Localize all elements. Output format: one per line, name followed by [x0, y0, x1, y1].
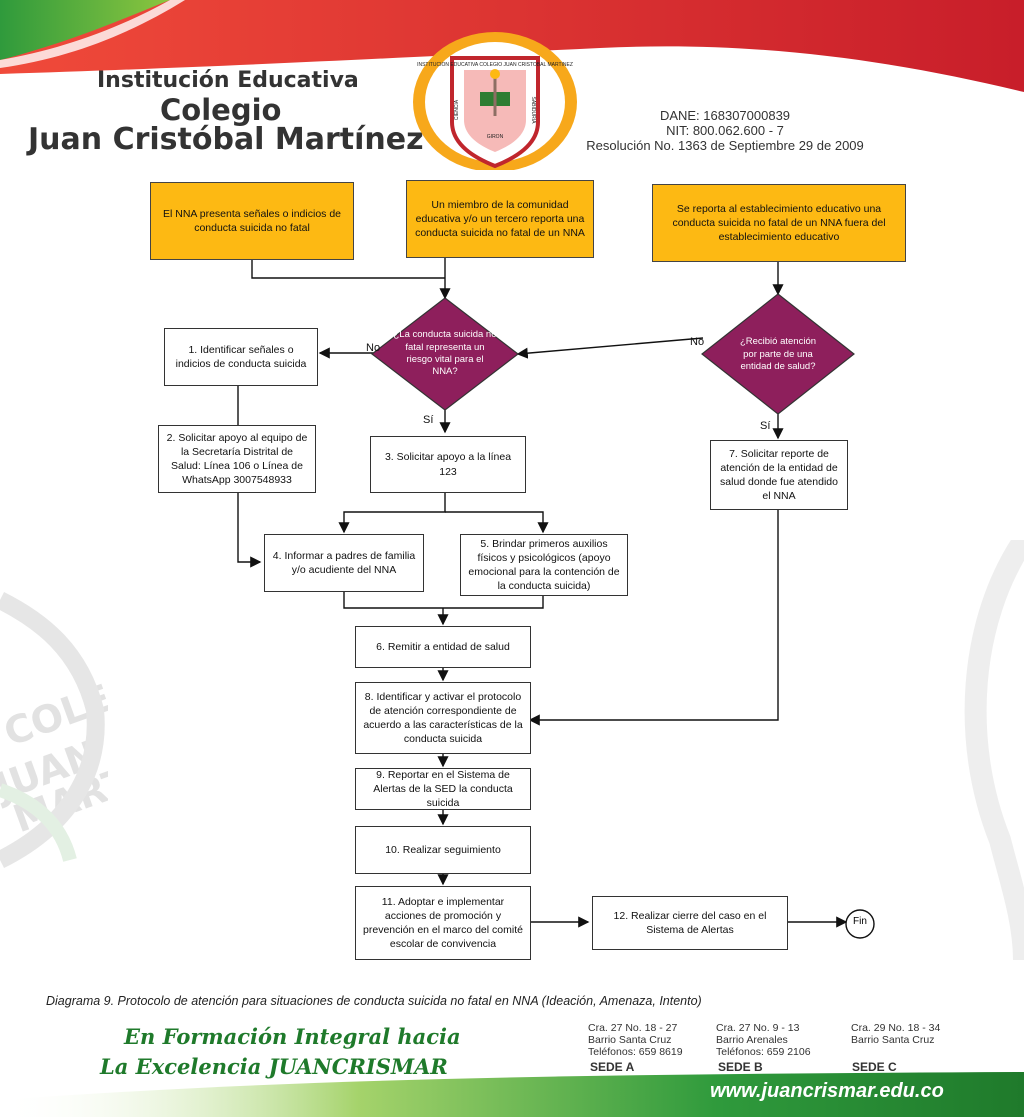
decision-diamond-2	[701, 293, 855, 415]
resolution-text: Resolución No. 1363 de Septiembre 29 de …	[586, 138, 864, 153]
edge-label-no-1: No	[366, 342, 381, 354]
step-1-box: 1. Identificar señales o indicios de con…	[164, 328, 318, 386]
step-12-box: 12. Realizar cierre del caso en el Siste…	[592, 896, 788, 950]
step-7-box: 7. Solicitar reporte de atención de la e…	[710, 440, 848, 510]
sede-c-label: SEDE C	[852, 1060, 897, 1074]
institution-title-line2: Colegio	[160, 93, 282, 127]
flowchart-connectors	[237, 258, 875, 939]
slogan-line2: La Excelencia JUANCRISMAR	[100, 1054, 448, 1079]
sede-b-line1: Cra. 27 No. 9 - 13	[716, 1022, 800, 1034]
institution-title-line1: Institución Educativa	[97, 68, 359, 93]
step-11-box: 11. Adoptar e implementar acciones de pr…	[355, 886, 531, 960]
school-crest-logo: INSTITUCION EDUCATIVA COLEGIO JUAN CRIST…	[413, 32, 577, 172]
step-9-box: 9. Reportar en el Sistema de Alertas de …	[355, 768, 531, 810]
start-box-3: Se reporta al establecimiento educativo …	[652, 184, 906, 262]
crest-bottom-text: GIRON	[487, 134, 504, 140]
footer-green-band	[0, 1072, 1024, 1117]
crest-left-text: CIENCIA	[454, 99, 460, 120]
sede-a-label: SEDE A	[590, 1060, 635, 1074]
slogan-line1: En Formación Integral hacia	[124, 1024, 461, 1049]
step-3-box: 3. Solicitar apoyo a la línea 123	[370, 436, 526, 493]
dane-code: DANE: 168307000839	[659, 108, 791, 123]
watermark-right-shape	[964, 540, 1024, 960]
step-5-box: 5. Brindar primeros auxilios físicos y p…	[460, 534, 628, 596]
sede-b-label: SEDE B	[718, 1060, 763, 1074]
sede-b-address: Cra. 27 No. 9 - 13 Barrio Arenales Teléf…	[716, 1022, 811, 1058]
step-6-box: 6. Remitir a entidad de salud	[355, 626, 531, 668]
flowchart: El NNA presenta señales o indicios de co…	[108, 170, 908, 960]
edge-label-no-2: No	[690, 336, 705, 348]
sede-a-line1: Cra. 27 No. 18 - 27	[588, 1022, 678, 1034]
watermark-crest-shape	[0, 591, 105, 869]
step-4-box: 4. Informar a padres de familia y/o acud…	[264, 534, 424, 592]
step-10-box: 10. Realizar seguimiento	[355, 826, 531, 874]
diagram-caption: Diagrama 9. Protocolo de atención para s…	[46, 994, 702, 1008]
sede-a-line2: Barrio Santa Cruz	[588, 1034, 672, 1047]
sede-b-line3: Teléfonos: 659 2106	[716, 1046, 811, 1059]
crest-right-text: SABIDURIA	[530, 97, 536, 125]
nit-code: NIT: 800.062.600 - 7	[666, 123, 784, 138]
step-8-box: 8. Identificar y activar el protocolo de…	[355, 682, 531, 754]
sede-a-address: Cra. 27 No. 18 - 27 Barrio Santa Cruz Te…	[588, 1022, 683, 1058]
website-link[interactable]: www.juancrismar.edu.co	[710, 1080, 944, 1102]
end-label: Fin	[853, 916, 867, 927]
end-circle	[845, 909, 875, 939]
crest-top-text: INSTITUCION EDUCATIVA COLEGIO JUAN CRIST…	[417, 62, 573, 68]
edge-label-si-1: Sí	[423, 414, 434, 426]
step-2-box: 2. Solicitar apoyo al equipo de la Secre…	[158, 425, 316, 493]
sede-b-line2: Barrio Arenales	[716, 1034, 788, 1047]
sede-c-address: Cra. 29 No. 18 - 34 Barrio Santa Cruz	[851, 1022, 940, 1046]
start-box-2: Un miembro de la comunidad educativa y/o…	[406, 180, 594, 258]
sede-c-line2: Barrio Santa Cruz	[851, 1034, 935, 1047]
decision-1-text: ¿La conducta suicida no fatal representa…	[393, 329, 497, 378]
sede-a-line3: Teléfonos: 659 8619	[588, 1046, 683, 1059]
institution-title-line3: Juan Cristóbal Martínez	[28, 122, 424, 157]
start-box-1: El NNA presenta señales o indicios de co…	[150, 182, 354, 260]
decision-diamond-1	[371, 297, 519, 411]
decision-2-text: ¿Recibió atención por parte de una entid…	[739, 336, 817, 373]
sede-c-line1: Cra. 29 No. 18 - 34	[851, 1022, 941, 1034]
edge-label-si-2: Sí	[760, 420, 771, 432]
